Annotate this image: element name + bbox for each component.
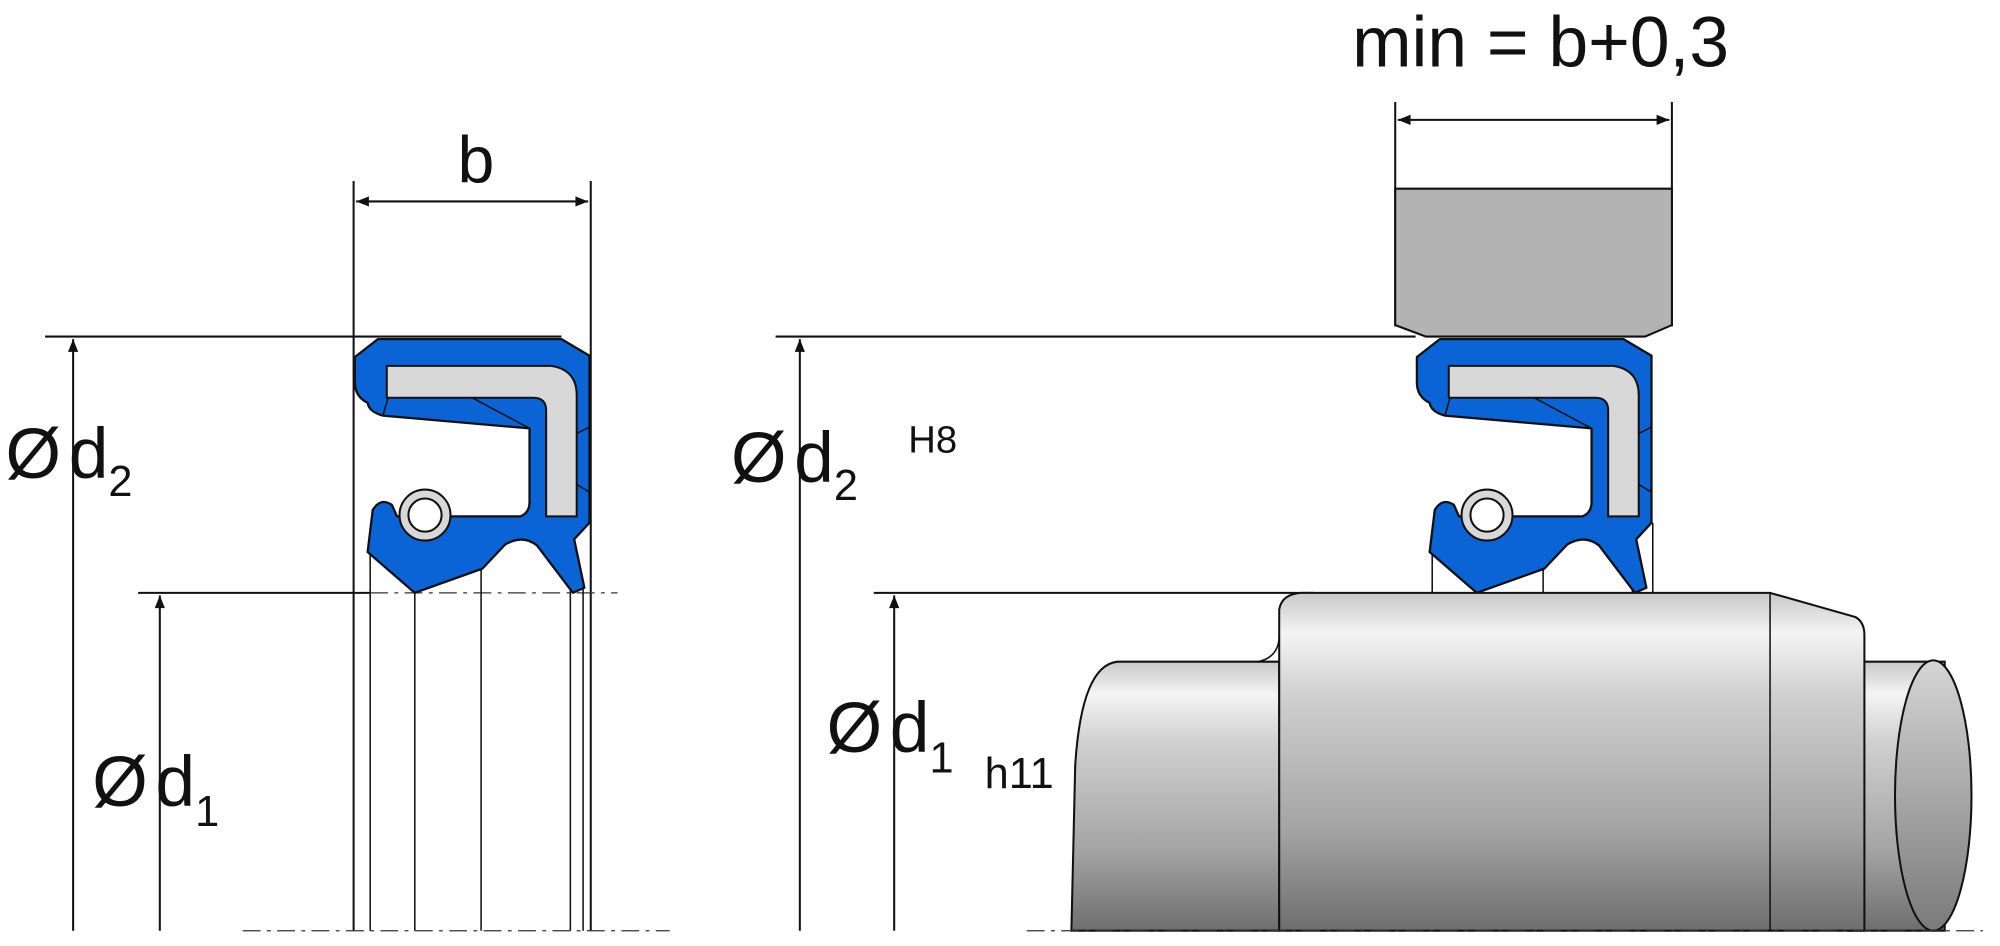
installed-shaft-seal [1415, 337, 1653, 594]
housing-tolerance: H8 [908, 419, 957, 462]
shaft-tolerance: h11 [985, 750, 1054, 798]
width-label: b [458, 123, 495, 197]
shaft [1070, 591, 1973, 932]
shaft-seal [353, 337, 591, 594]
housing-width-label: min = b+0,3 [1352, 2, 1729, 82]
housing-bore [1394, 187, 1673, 338]
